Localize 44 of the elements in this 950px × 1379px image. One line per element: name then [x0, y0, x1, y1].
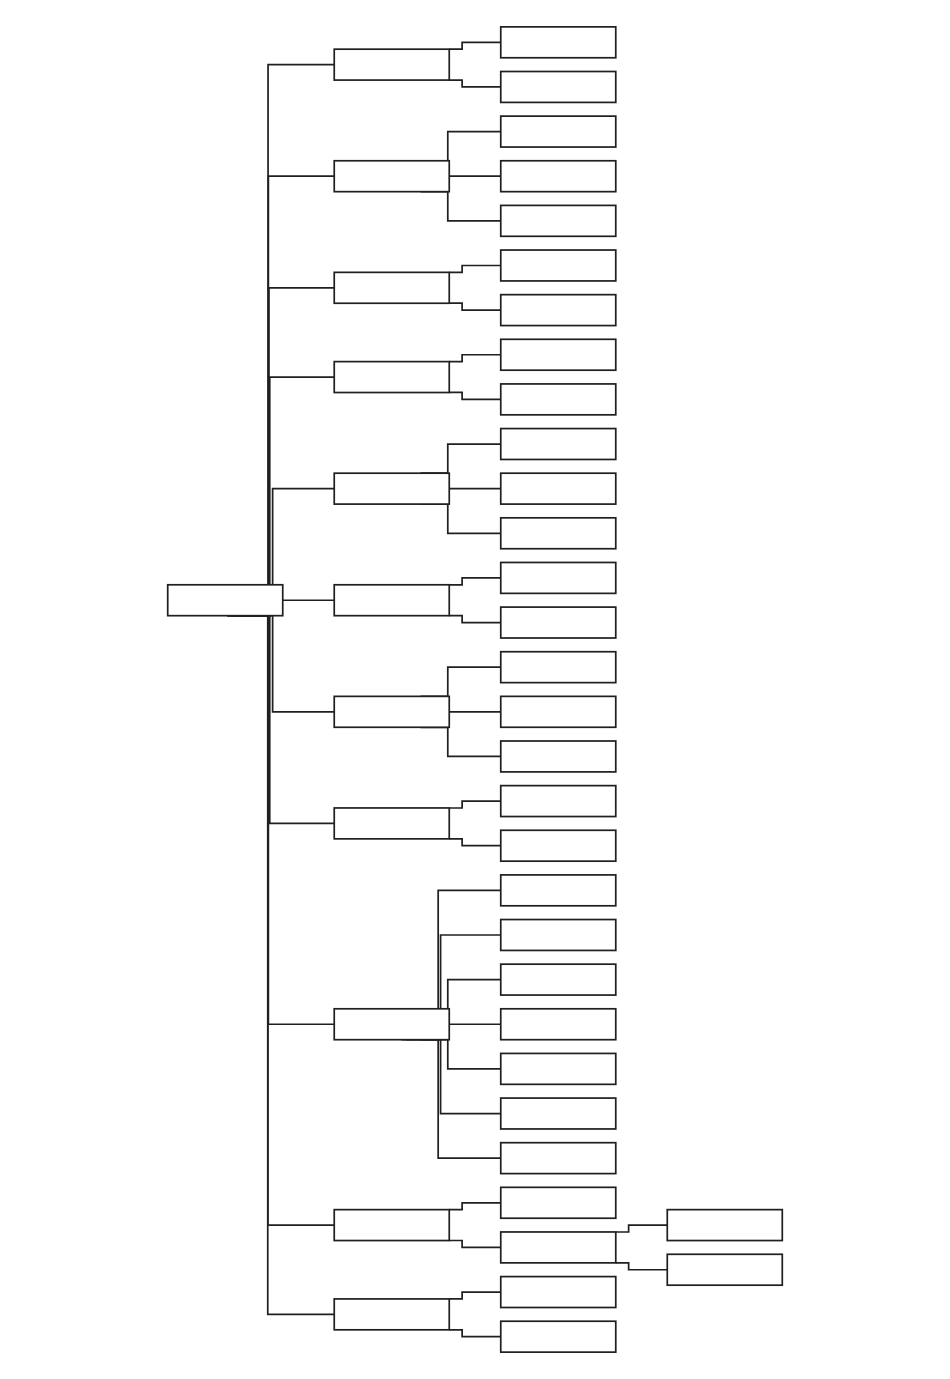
node-box: [499, 606, 617, 639]
node-box: [499, 1275, 617, 1309]
node-box: [333, 807, 451, 840]
node-box: [499, 829, 617, 863]
node-box: [499, 561, 617, 595]
node-box: [666, 1208, 784, 1242]
node-box: [499, 204, 617, 238]
node-box: [499, 874, 617, 907]
node-box: [499, 427, 617, 461]
node-box: [499, 740, 617, 773]
node-box: [333, 472, 451, 505]
node-box: [333, 1208, 451, 1242]
node-box: [333, 695, 451, 729]
node-box: [499, 338, 617, 372]
node-box: [499, 293, 617, 327]
node-box: [499, 1231, 617, 1264]
node-box: [499, 115, 617, 148]
node-box: [499, 784, 617, 818]
node-box: [666, 1253, 784, 1287]
node-box: [333, 360, 451, 394]
node-box: [499, 650, 617, 684]
node-box: [499, 472, 617, 505]
node-box: [499, 1007, 617, 1041]
node-box: [499, 1141, 617, 1175]
node-box: [499, 963, 617, 996]
node-box: [499, 1097, 617, 1130]
node-box: [499, 1186, 617, 1220]
node-box: [499, 70, 617, 104]
node-box: [333, 1007, 451, 1041]
node-box: [499, 1052, 617, 1086]
node-box: [499, 516, 617, 550]
node-box: [333, 159, 451, 193]
node-box: [333, 271, 451, 305]
node-box: [499, 695, 617, 729]
node-box: [499, 383, 617, 416]
node-box: [166, 583, 284, 617]
node-box: [333, 1298, 451, 1331]
node-box: [499, 26, 617, 59]
node-box: [333, 48, 451, 81]
node-box: [499, 918, 617, 952]
node-box: [333, 583, 451, 617]
node-box: [499, 159, 617, 193]
node-box: [499, 1320, 617, 1353]
node-box: [499, 249, 617, 282]
